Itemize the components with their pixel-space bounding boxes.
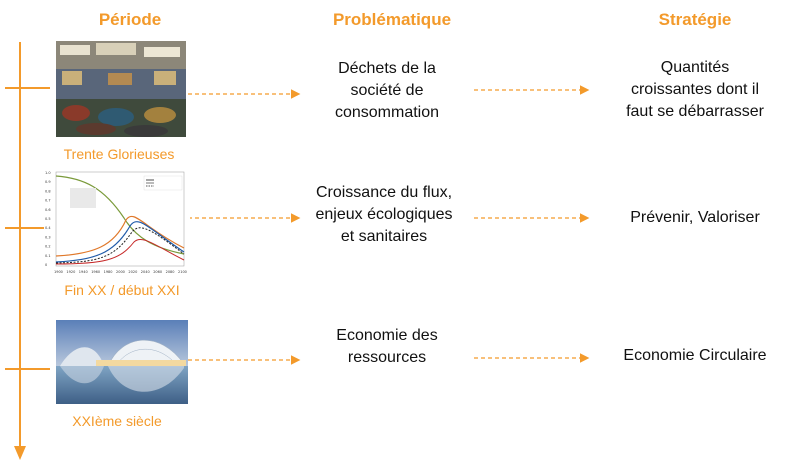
mini-chart-y-ticks: 1.0 0.9 0.8 0.7 0.6 0.5 0.4 0.3 0.2 0.1 0	[45, 171, 51, 267]
mini-chart-y-tick: 0	[45, 263, 47, 267]
timeline-arrowhead	[14, 446, 26, 460]
mini-chart-y-tick: 0.6	[45, 208, 51, 212]
mini-chart-x-tick: 2060	[153, 270, 162, 274]
mini-chart-y-tick: 0.4	[45, 226, 51, 230]
problem-1-line-2: société de	[350, 82, 424, 99]
header-strategie: Stratégie	[658, 10, 732, 29]
problem-2-line-2: enjeux écologiques	[315, 206, 453, 223]
mini-chart-x-tick: 2040	[141, 270, 150, 274]
strategy-1: Quantités croissantes dont il faut se dé…	[626, 57, 764, 123]
mini-chart-y-tick: 0.3	[45, 235, 51, 239]
problem-1-line-3: consommation	[334, 104, 440, 121]
header-periode: Période	[98, 10, 162, 29]
period-label-1: Trente Glorieuses	[63, 146, 175, 162]
strategy-3: Economie Circulaire	[623, 345, 766, 367]
mini-chart-x-tick: 1920	[66, 270, 75, 274]
mini-chart-series-black	[55, 227, 185, 264]
mini-chart-series-red	[55, 238, 185, 265]
mini-chart-y-tick: 1.0	[45, 171, 51, 175]
mini-chart-x-tick: 1940	[79, 270, 88, 274]
strategy-3-line-1: Economie Circulaire	[623, 347, 767, 364]
strategy-1-line-2: croissantes dont il	[630, 81, 760, 98]
problem-2: Croissance du flux, enjeux écologiques e…	[316, 182, 453, 248]
mini-chart-y-tick: 0.9	[45, 180, 51, 184]
problem-3-line-2: ressources	[347, 349, 427, 366]
problem-2-line-1: Croissance du flux,	[315, 184, 453, 201]
market-scene-image	[56, 41, 186, 137]
mini-chart-y-tick: 0.8	[45, 189, 51, 193]
mini-chart-y-tick: 0.2	[45, 245, 51, 249]
strategy-1-line-1: Quantités	[660, 59, 730, 76]
thumbnail-trente-glorieuses	[56, 41, 186, 137]
mini-chart-y-tick: 0.1	[45, 254, 51, 258]
strategy-1-line-3: faut se débarrasser	[626, 103, 764, 120]
architecture-image	[56, 320, 188, 404]
strategy-2: Prévenir, Valoriser	[630, 207, 760, 229]
mini-chart-series-orange	[55, 215, 185, 257]
mini-chart-series-blue	[55, 221, 185, 263]
period-label-2: Fin XX / début XXI	[64, 282, 180, 298]
mini-chart-x-tick: 2080	[166, 270, 175, 274]
problem-3-line-1: Economie des	[336, 327, 438, 344]
mini-chart-x-tick: 2000	[116, 270, 125, 274]
problem-2-line-3: et sanitaires	[340, 228, 428, 245]
mini-chart-y-tick: 0.5	[45, 217, 51, 221]
mini-chart-x-tick: 1960	[91, 270, 100, 274]
problem-1: Déchets de la société de consommation	[335, 58, 439, 124]
strategy-2-line-1: Prévenir, Valoriser	[630, 209, 760, 226]
mini-chart-y-tick: 0.7	[45, 199, 51, 203]
mini-chart-x-tick: 1980	[104, 270, 113, 274]
header-problematique: Problématique	[332, 10, 452, 29]
problem-3: Economie des ressources	[336, 325, 437, 369]
thumbnail-xxieme-siecle	[56, 320, 188, 404]
period-label-3: XXIème siècle	[72, 413, 162, 429]
mini-chart-x-tick: 1900	[54, 270, 63, 274]
problem-1-line-1: Déchets de la	[338, 60, 436, 77]
mini-chart-x-tick: 2100	[178, 270, 187, 274]
mini-chart-x-tick: 2020	[128, 270, 137, 274]
